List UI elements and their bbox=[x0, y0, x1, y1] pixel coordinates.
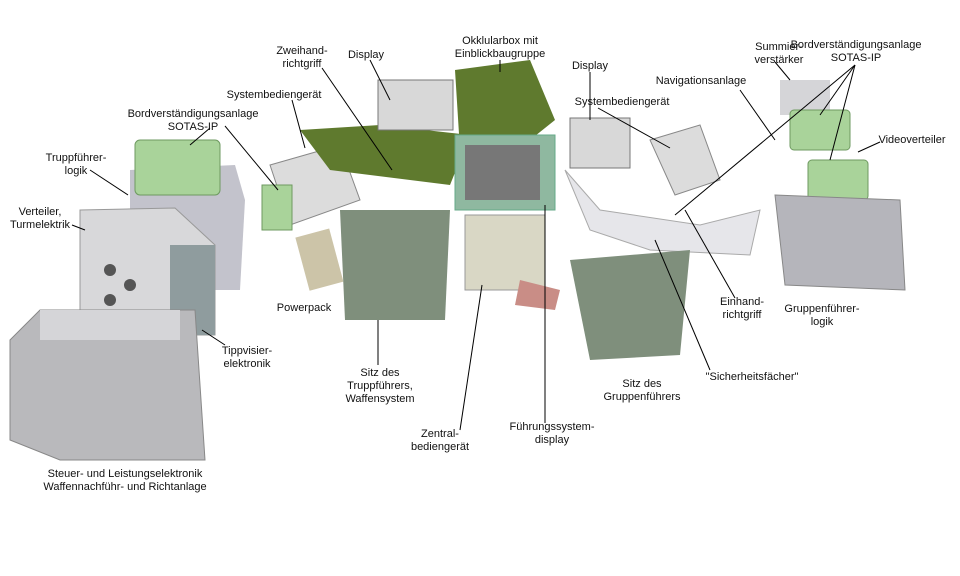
label-einhandrichtgriff: Einhand-richtgriff bbox=[720, 296, 764, 322]
label-line: richtgriff bbox=[722, 309, 762, 321]
summierverstaerker-unit bbox=[780, 80, 830, 115]
label-truppfuehrerlogik: Truppführer-logik bbox=[46, 152, 107, 178]
display-right-unit bbox=[569, 117, 631, 169]
label-line: Bordverständigungsanlage bbox=[127, 108, 259, 120]
label-line: SOTAS-IP bbox=[830, 52, 882, 64]
systembediengeraet-right-unit bbox=[649, 124, 721, 196]
label-line: Navigationsanlage bbox=[655, 75, 747, 87]
label-line: Gruppenführers bbox=[603, 391, 681, 403]
label-line: Display bbox=[571, 60, 609, 72]
sotas-small-unit bbox=[261, 184, 293, 231]
sotas-ip-right-unit-1 bbox=[789, 109, 851, 151]
sotas-ip-right-unit-2 bbox=[807, 159, 869, 201]
sitz-gruppenfuehrer bbox=[570, 250, 690, 360]
sicherheitsfaecher bbox=[564, 169, 761, 256]
label-line: logik bbox=[810, 316, 834, 328]
label-line: elektronik bbox=[223, 358, 271, 370]
label-line: Systembediengerät bbox=[226, 89, 322, 101]
label-line: Systembediengerät bbox=[574, 96, 670, 108]
label-line: Gruppenführer- bbox=[784, 303, 860, 315]
label-line: Führungssystem- bbox=[509, 421, 595, 433]
label-line: logik bbox=[64, 165, 88, 177]
label-line: bediengerät bbox=[410, 441, 470, 453]
label-display-right: Display bbox=[572, 60, 608, 73]
zentralbediengeraet-unit bbox=[464, 214, 546, 291]
label-line: verstärker bbox=[754, 54, 804, 66]
leader-lines bbox=[71, 59, 881, 431]
label-systembediengeraet-left: Systembediengerät bbox=[227, 89, 322, 102]
label-videoverteiler: Videoverteiler bbox=[878, 134, 945, 147]
label-line: Okklularbox mit bbox=[462, 35, 538, 47]
label-line: Sitz des bbox=[360, 367, 400, 379]
label-navigationsanlage: Navigationsanlage bbox=[656, 75, 747, 88]
label-line: Truppführers, bbox=[347, 380, 413, 392]
label-fuehrungssystemdisplay: Führungssystem-display bbox=[510, 421, 595, 447]
label-tippvisier: Tippvisier-elektronik bbox=[222, 345, 272, 371]
zweihandrichtgriff-arm bbox=[300, 125, 470, 185]
label-line: Summier- bbox=[755, 41, 803, 53]
label-line: Verteiler, bbox=[18, 206, 62, 218]
steuer-unit bbox=[9, 309, 206, 461]
label-line: Waffennachführ- und Richtanlage bbox=[43, 481, 207, 493]
sitz-truppfuehrer bbox=[340, 210, 450, 320]
label-line: Einblickbaugruppe bbox=[454, 48, 546, 60]
label-line: Powerpack bbox=[276, 302, 332, 314]
label-line: Sitz des bbox=[622, 378, 662, 390]
label-line: Turmelektrik bbox=[9, 219, 71, 231]
label-zentralbediengeraet: Zentral-bediengerät bbox=[411, 428, 469, 454]
label-line: Einhand- bbox=[719, 296, 765, 308]
mat bbox=[515, 280, 560, 310]
okkularbox-unit bbox=[455, 60, 555, 150]
label-line: SOTAS-IP bbox=[167, 121, 219, 133]
label-line: Zentral- bbox=[421, 428, 459, 440]
label-display-left: Display bbox=[348, 49, 384, 62]
label-sicherheitsfaecher: "Sicherheitsfächer" bbox=[706, 371, 799, 384]
label-line: "Sicherheitsfächer" bbox=[705, 371, 799, 383]
label-line: Display bbox=[347, 49, 385, 61]
label-line: Truppführer- bbox=[45, 152, 107, 164]
label-systembediengeraet-right: Systembediengerät bbox=[575, 96, 670, 109]
label-powerpack: Powerpack bbox=[277, 302, 331, 315]
label-line: Zweihand- bbox=[276, 45, 328, 57]
label-line: Steuer- und Leistungselektronik bbox=[47, 468, 203, 480]
label-verteiler: Verteiler,Turmelektrik bbox=[10, 206, 70, 232]
label-line: display bbox=[534, 434, 570, 446]
gruppenfuehrerlogik-unit bbox=[774, 194, 906, 291]
sotas-ip-left-unit bbox=[134, 139, 221, 196]
label-line: Videoverteiler bbox=[878, 134, 946, 146]
label-zweihandrichtgriff: Zweihand-richtgriff bbox=[276, 45, 327, 71]
label-line: richtgriff bbox=[282, 58, 322, 70]
display-screen bbox=[465, 145, 540, 200]
label-gruppenfuehrerlogik: Gruppenführer-logik bbox=[784, 303, 859, 329]
label-line: Tippvisier- bbox=[221, 345, 273, 357]
label-line: Bordverständigungsanlage bbox=[790, 39, 922, 51]
powerpack-unit bbox=[295, 228, 344, 291]
label-line: Waffensystem bbox=[345, 393, 415, 405]
display-left-unit bbox=[377, 79, 454, 131]
label-summierverstaerker: Summier-verstärker bbox=[755, 41, 804, 67]
